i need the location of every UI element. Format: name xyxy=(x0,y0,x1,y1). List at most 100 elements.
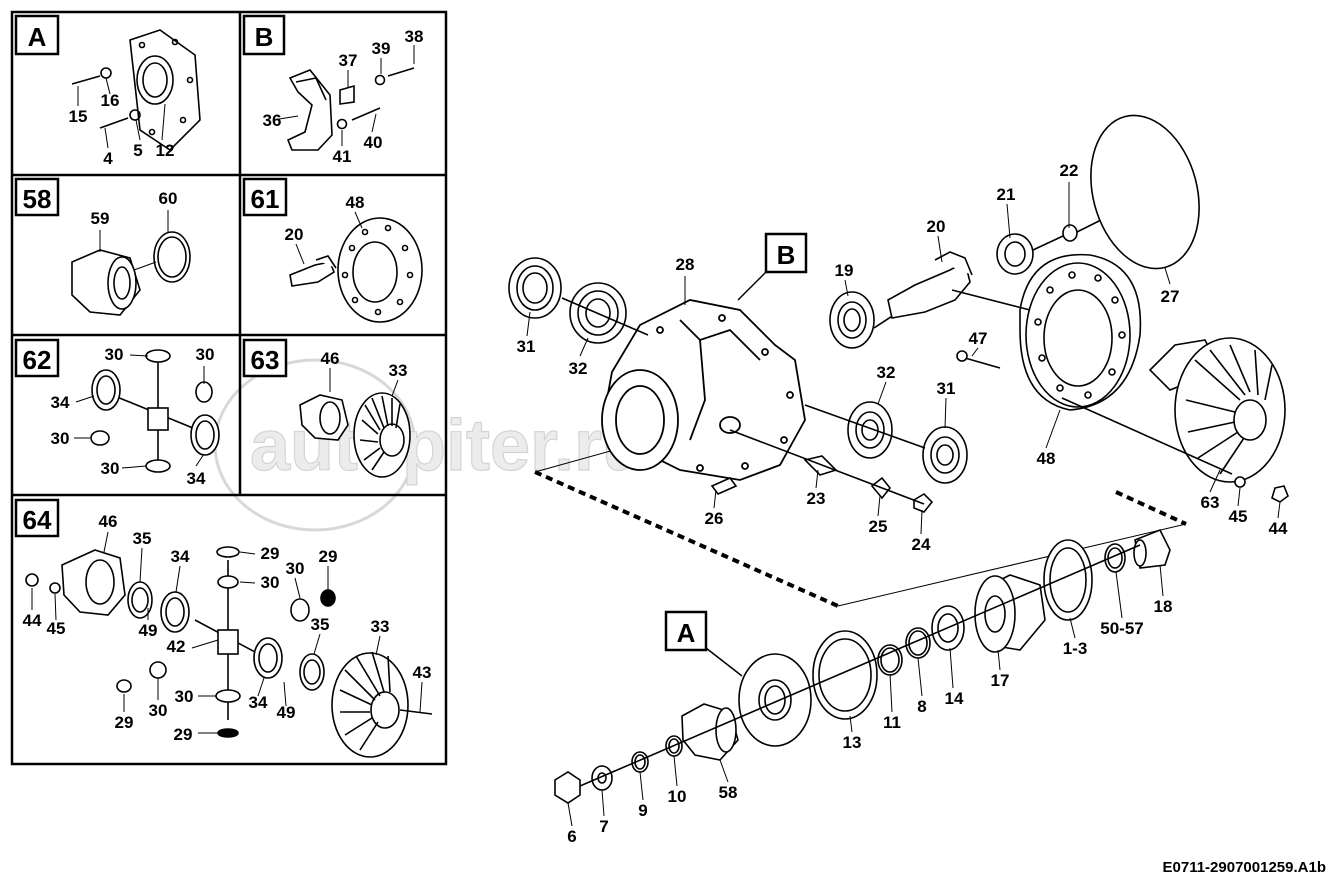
callout-49-top: 49 xyxy=(139,621,158,640)
callout-32-left: 32 xyxy=(569,359,588,378)
main-callout-b: B xyxy=(777,240,796,270)
callout-1-3: 1-3 xyxy=(1063,639,1088,658)
callout-39: 39 xyxy=(372,39,391,58)
diff-case-drawing xyxy=(299,392,411,478)
callout-63: 63 xyxy=(1201,493,1220,512)
panel-b: B 38 37 39 36 41 40 xyxy=(242,14,424,166)
callout-24: 24 xyxy=(912,535,931,554)
companion-flange-drawing xyxy=(71,231,191,316)
watermark: autopiter.ru xyxy=(213,358,647,532)
callout-16: 16 xyxy=(101,91,120,110)
callout-22: 22 xyxy=(1060,161,1079,180)
panel-64-tag: 64 xyxy=(23,505,52,535)
callout-58: 58 xyxy=(719,783,738,802)
callout-29-c: 29 xyxy=(115,713,134,732)
callout-30-top-left: 30 xyxy=(105,345,124,364)
callout-15: 15 xyxy=(69,107,88,126)
callout-42: 42 xyxy=(167,637,186,656)
panel-64: 64 xyxy=(14,498,433,758)
left-seal-bearing-drawing xyxy=(508,257,649,344)
crown-pinion-drawing xyxy=(289,217,423,323)
callout-60: 60 xyxy=(159,189,178,208)
main-callout-a-box xyxy=(664,610,708,652)
callout-43: 43 xyxy=(413,663,432,682)
panel-a-tag-box xyxy=(14,14,60,56)
callout-35-right: 35 xyxy=(311,615,330,634)
panel-58-tag: 58 xyxy=(23,184,52,214)
callout-45: 45 xyxy=(47,619,66,638)
axle-housing-drawing xyxy=(601,299,806,481)
callout-33: 33 xyxy=(389,361,408,380)
callout-50-57: 50-57 xyxy=(1100,619,1143,638)
callout-6: 6 xyxy=(567,827,576,846)
callout-27: 27 xyxy=(1161,287,1180,306)
right-bearings-fittings-drawing xyxy=(710,401,968,513)
flange-plate-drawing xyxy=(71,29,201,152)
panel-58-tag-box xyxy=(14,177,60,217)
callout-11: 11 xyxy=(883,713,901,732)
callout-34-bottom: 34 xyxy=(249,693,268,712)
callout-18: 18 xyxy=(1154,597,1173,616)
callout-33: 33 xyxy=(371,617,390,636)
panel-63-tag: 63 xyxy=(251,345,280,375)
panel-64-tag-box xyxy=(14,498,60,538)
callout-30-bottom: 30 xyxy=(101,459,120,478)
callout-46: 46 xyxy=(99,512,118,531)
callout-28: 28 xyxy=(676,255,695,274)
callout-36: 36 xyxy=(263,111,282,130)
panel-58: 58 60 59 xyxy=(14,177,191,316)
panel-b-tag: B xyxy=(255,22,274,52)
callout-30-top-right: 30 xyxy=(196,345,215,364)
callout-8: 8 xyxy=(917,697,926,716)
leader-lines xyxy=(526,182,1281,827)
callout-31-right: 31 xyxy=(937,379,956,398)
bearing-cap-drawing xyxy=(286,67,415,151)
callout-4: 4 xyxy=(103,149,113,168)
callout-30-d: 30 xyxy=(175,687,194,706)
callout-19: 19 xyxy=(835,261,854,280)
callout-48: 48 xyxy=(346,193,365,212)
callout-35-top: 35 xyxy=(133,529,152,548)
panel-63: 63 46 33 xyxy=(242,338,411,478)
callout-30-left: 30 xyxy=(51,429,70,448)
panel-61-tag: 61 xyxy=(251,184,280,214)
callout-38: 38 xyxy=(405,27,424,46)
callout-30-b: 30 xyxy=(286,559,305,578)
callout-21: 21 xyxy=(997,185,1016,204)
callout-13: 13 xyxy=(843,733,862,752)
callout-14: 14 xyxy=(945,689,964,708)
callout-34-top: 34 xyxy=(171,547,190,566)
callout-29-a: 29 xyxy=(261,544,280,563)
callout-25: 25 xyxy=(869,517,888,536)
main-callout-b-box xyxy=(764,232,808,274)
spider-gear-drawing xyxy=(90,349,220,473)
pinion-flange-stack-drawing xyxy=(554,528,1171,804)
panel-61: 61 48 20 xyxy=(242,177,423,323)
callout-29-d: 29 xyxy=(174,725,193,744)
callout-20: 20 xyxy=(285,225,304,244)
drawing-code: E0711-2907001259.A1b xyxy=(1163,859,1326,876)
callout-59: 59 xyxy=(91,209,110,228)
callout-23: 23 xyxy=(807,489,826,508)
callout-49-bottom: 49 xyxy=(277,703,296,722)
callout-9: 9 xyxy=(638,801,647,820)
callout-46: 46 xyxy=(321,349,340,368)
main-exploded-view: B A xyxy=(508,114,1289,846)
callout-31-left: 31 xyxy=(517,337,536,356)
callout-32-right: 32 xyxy=(877,363,896,382)
callout-20: 20 xyxy=(927,217,946,236)
callout-44: 44 xyxy=(1269,519,1288,538)
panel-62-tag: 62 xyxy=(23,345,52,375)
panel-63-tag-box xyxy=(242,338,288,378)
sub-assembly-panels xyxy=(10,10,448,766)
callout-48: 48 xyxy=(1037,449,1056,468)
differential-case-drawing xyxy=(1061,337,1289,503)
panel-b-tag-box xyxy=(242,14,286,56)
callout-34-left: 34 xyxy=(51,393,70,412)
main-callout-a: A xyxy=(677,618,696,648)
panel-62: 62 30 30 34 30 30 34 xyxy=(14,338,220,488)
callout-37: 37 xyxy=(339,51,358,70)
callout-34-right: 34 xyxy=(187,469,206,488)
callout-29-b: 29 xyxy=(319,547,338,566)
